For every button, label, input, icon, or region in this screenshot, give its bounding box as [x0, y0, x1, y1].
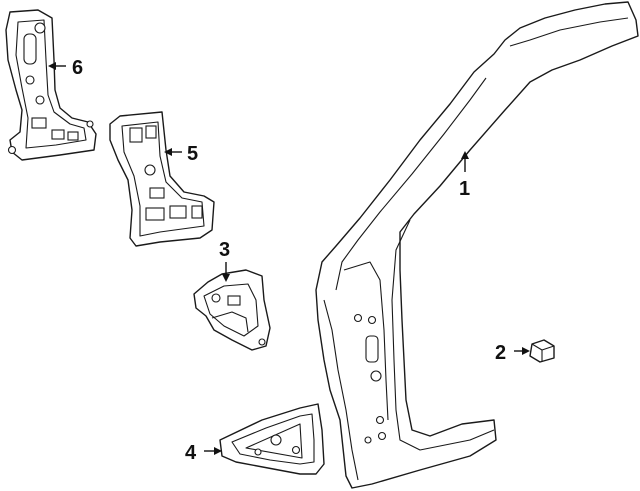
part-1-hinge-pillar-outer[interactable] [315, 1, 639, 489]
callout-6: 6 [48, 57, 83, 79]
arrowhead-6 [48, 62, 56, 70]
part-4-rocker-reinforcement[interactable] [219, 403, 325, 475]
callout-3: 3 [219, 239, 230, 282]
callout-label-6: 6 [72, 57, 83, 79]
callout-label-5: 5 [187, 143, 198, 165]
arrowhead-1 [461, 151, 469, 159]
arrowhead-4 [214, 447, 222, 455]
part-5-hinge-pillar-reinforcement[interactable] [109, 111, 215, 247]
part-2-clip[interactable] [529, 339, 555, 363]
arrowhead-5 [164, 148, 172, 156]
callout-1: 1 [459, 151, 470, 200]
callout-label-4: 4 [185, 442, 197, 464]
callout-4: 4 [185, 442, 222, 464]
callout-2: 2 [495, 342, 530, 364]
callout-label-1: 1 [459, 178, 470, 200]
arrowhead-3 [222, 274, 230, 282]
callout-5: 5 [164, 143, 198, 165]
arrowhead-2 [522, 347, 530, 355]
part-6-hinge-pillar-inner[interactable] [5, 9, 97, 161]
part-3-bracket[interactable] [193, 269, 271, 351]
callout-label-2: 2 [495, 342, 506, 364]
callout-label-3: 3 [219, 239, 230, 261]
